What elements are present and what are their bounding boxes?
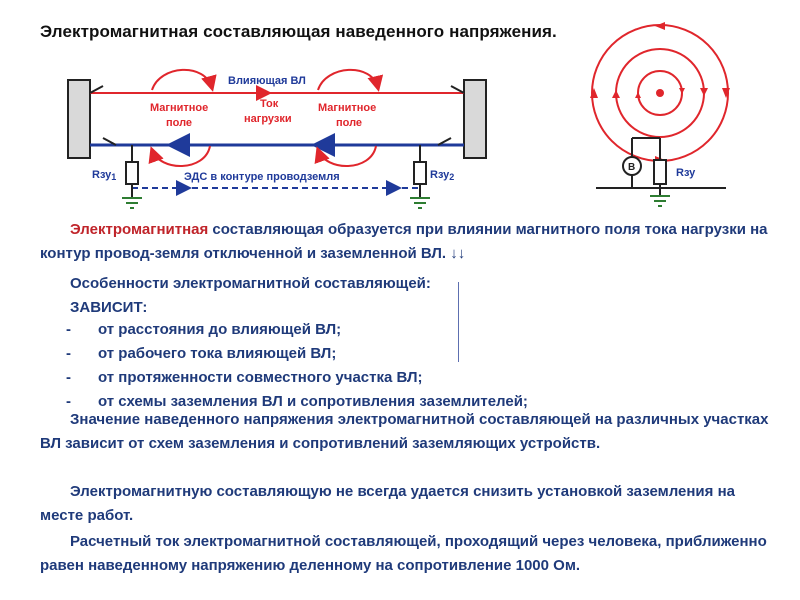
- magnetic-field-left-top-arc: [151, 68, 217, 92]
- field-arrow-3: [655, 22, 665, 30]
- field-arrow-8: [679, 88, 685, 94]
- current-label-1: Ток: [260, 98, 279, 110]
- switch-right-top: [450, 85, 465, 94]
- emf-label: ЭДС в контуре проводземля: [184, 171, 340, 183]
- substation-left: [67, 79, 91, 159]
- ground-symbol-right: [410, 197, 430, 209]
- paragraph-intro: Электромагнитная составляющая образуется…: [40, 218, 780, 266]
- magnetic-field-right-label-1: Магнитное: [318, 102, 376, 114]
- magnetic-field-left-label-1: Магнитное: [150, 102, 208, 114]
- list-item: -от расстояния до влияющей ВЛ;: [66, 321, 342, 338]
- field-arrow-6: [700, 88, 708, 96]
- ground-symbol-left: [122, 197, 142, 209]
- resistor-rzu1: [125, 161, 139, 185]
- resistor-rzu: [653, 159, 667, 185]
- substation-right: [463, 79, 487, 159]
- divider-line: [458, 282, 459, 362]
- features-heading: Особенности электромагнитной составляюще…: [70, 272, 770, 320]
- magnetic-field-left-bottom-arc: [148, 145, 211, 167]
- rzu2-label: Rзу2: [430, 169, 454, 182]
- dependency-list: -от расстояния до влияющей ВЛ; -от рабоч…: [66, 318, 766, 414]
- field-arrow-7: [635, 92, 641, 98]
- magnetic-field-right-label-2: поле: [336, 117, 362, 129]
- paragraph-current: Расчетный ток электромагнитной составляю…: [40, 533, 767, 574]
- field-arrow-5: [612, 90, 620, 98]
- resistor-rzu2: [413, 161, 427, 185]
- paragraph-value: Значение наведенного напряжения электром…: [40, 411, 769, 452]
- highlight-term: Электромагнитная: [70, 221, 209, 238]
- paragraph-intro-text: составляющая образуется при влиянии магн…: [40, 221, 768, 262]
- voltmeter-label: В: [628, 162, 635, 173]
- rzu-label: Rзу: [676, 167, 696, 179]
- field-arrow-2: [722, 88, 730, 98]
- conductor-dot: [656, 89, 664, 97]
- paragraph-reduction: Электромагнитную составляющую не всегда …: [40, 483, 735, 524]
- influencing-line-label: Влияющая ВЛ: [228, 75, 306, 87]
- magnetic-field-right-top-arc: [317, 68, 384, 92]
- switch-left-bottom: [102, 137, 117, 146]
- depends-label: ЗАВИСИТ:: [70, 299, 148, 316]
- magnetic-field-left-label-2: поле: [166, 117, 192, 129]
- ground-symbol-right-diagram: [650, 195, 670, 207]
- list-item: -от схемы заземления ВЛ и сопротивления …: [66, 393, 528, 410]
- list-item: -от протяженности совместного участка ВЛ…: [66, 369, 423, 386]
- list-item: -от рабочего тока влияющей ВЛ;: [66, 345, 337, 362]
- rzu1-label: Rзу1: [92, 169, 116, 182]
- switch-left-top: [89, 85, 104, 94]
- features-title: Особенности электромагнитной составляюще…: [70, 275, 431, 292]
- magnetic-field-right-bottom-arc: [314, 145, 377, 167]
- current-label-2: нагрузки: [244, 113, 292, 125]
- field-arrow-1: [590, 88, 598, 98]
- switch-right-bottom: [437, 137, 452, 146]
- page-title: Электромагнитная составляющая наведенног…: [40, 22, 557, 41]
